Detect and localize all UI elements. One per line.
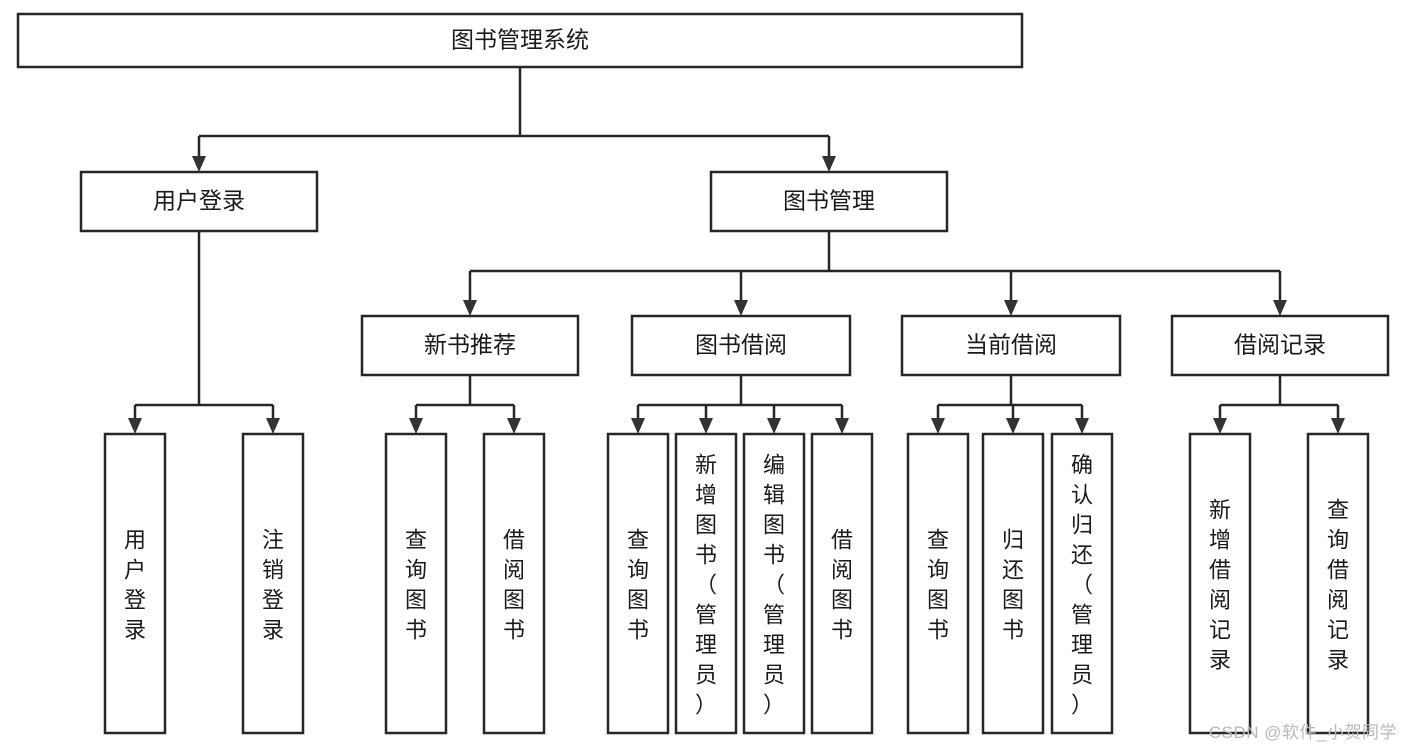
node-level3-2-label: 当前借阅: [965, 332, 1057, 358]
node-leaf-9[interactable]: 归还图书: [981, 432, 1045, 735]
book-mgmt-child-3-head: [1273, 300, 1287, 316]
node-leaf-0[interactable]: 用户登录: [103, 432, 167, 735]
node-root[interactable]: 图书管理系统: [16, 12, 1024, 69]
node-level2-1[interactable]: 图书管理: [709, 170, 949, 233]
group-2-leaf-0-head: [931, 418, 945, 434]
node-leaf-10-rect: [1050, 432, 1114, 735]
node-level3-0-label: 新书推荐: [424, 332, 516, 358]
node-level3-3[interactable]: 借阅记录: [1170, 314, 1390, 377]
node-leaf-2[interactable]: 查询图书: [384, 432, 448, 735]
group-0-leaf-1-head: [507, 418, 521, 434]
node-level2-0-label: 用户登录: [153, 188, 245, 214]
node-level3-1[interactable]: 图书借阅: [630, 314, 852, 377]
node-leaf-9-rect: [981, 432, 1045, 735]
node-leaf-4-label: 查询图书: [627, 528, 649, 643]
root-to-book-mgmt-head: [822, 156, 836, 172]
node-leaf-10[interactable]: 确认归还（管理员）: [1050, 432, 1114, 735]
group-2-leaf-1-head: [1006, 418, 1020, 434]
node-layer: 图书管理系统用户登录图书管理新书推荐图书借阅当前借阅借阅记录用户登录注销登录查询…: [16, 12, 1390, 735]
node-leaf-6-label: 编辑图书（管理员）: [763, 453, 785, 718]
node-root-label: 图书管理系统: [451, 27, 589, 53]
node-leaf-12[interactable]: 查询借阅记录: [1306, 432, 1370, 735]
node-leaf-11-label: 新增借阅记录: [1209, 498, 1231, 673]
node-leaf-12-label: 查询借阅记录: [1327, 498, 1349, 673]
node-leaf-1[interactable]: 注销登录: [241, 432, 305, 735]
node-leaf-9-label: 归还图书: [1002, 528, 1024, 643]
node-leaf-11[interactable]: 新增借阅记录: [1188, 432, 1252, 735]
node-leaf-12-rect: [1306, 432, 1370, 735]
node-level3-1-rect: [630, 314, 852, 377]
node-leaf-8[interactable]: 查询图书: [906, 432, 970, 735]
node-level2-1-rect: [709, 170, 949, 233]
node-level3-0[interactable]: 新书推荐: [360, 314, 580, 377]
node-leaf-5-rect: [674, 432, 738, 735]
node-level3-2[interactable]: 当前借阅: [900, 314, 1122, 377]
node-leaf-0-label: 用户登录: [124, 528, 146, 643]
node-leaf-7-rect: [810, 432, 874, 735]
node-leaf-1-label: 注销登录: [262, 528, 284, 643]
node-leaf-7-label: 借阅图书: [831, 528, 853, 643]
node-leaf-5-label: 新增图书（管理员）: [695, 453, 717, 718]
node-leaf-4-rect: [606, 432, 670, 735]
group-1-leaf-1-head: [699, 418, 713, 434]
node-leaf-11-rect: [1188, 432, 1252, 735]
root-to-user-login-head: [192, 156, 206, 172]
book-mgmt-child-0-head: [463, 300, 477, 316]
node-level3-3-label: 借阅记录: [1234, 332, 1326, 358]
group-0-leaf-0-head: [409, 418, 423, 434]
node-level3-3-rect: [1170, 314, 1390, 377]
book-mgmt-child-1-head: [734, 300, 748, 316]
node-level3-2-rect: [900, 314, 1122, 377]
group-3-leaf-0-head: [1213, 418, 1227, 434]
node-leaf-7[interactable]: 借阅图书: [810, 432, 874, 735]
node-leaf-10-label: 确认归还（管理员）: [1071, 453, 1093, 718]
node-leaf-6-rect: [742, 432, 806, 735]
node-leaf-8-rect: [906, 432, 970, 735]
node-leaf-3-rect: [482, 432, 546, 735]
node-leaf-8-label: 查询图书: [927, 528, 949, 643]
group-1-leaf-2-head: [767, 418, 781, 434]
group-1-leaf-3-head: [835, 418, 849, 434]
node-leaf-2-label: 查询图书: [405, 528, 427, 643]
group-1-leaf-0-head: [631, 418, 645, 434]
node-leaf-1-rect: [241, 432, 305, 735]
node-leaf-6[interactable]: 编辑图书（管理员）: [742, 432, 806, 735]
group-3-leaf-1-head: [1331, 418, 1345, 434]
node-level2-0-rect: [79, 170, 319, 233]
node-leaf-2-rect: [384, 432, 448, 735]
group-2-leaf-2-head: [1075, 418, 1089, 434]
node-level3-1-label: 图书借阅: [695, 332, 787, 358]
connector-layer: [128, 67, 1345, 434]
node-leaf-3-label: 借阅图书: [503, 528, 525, 643]
user-login-leaf-1-head: [266, 418, 280, 434]
node-leaf-0-rect: [103, 432, 167, 735]
user-login-leaf-0-head: [128, 418, 142, 434]
node-level2-0[interactable]: 用户登录: [79, 170, 319, 233]
node-leaf-3[interactable]: 借阅图书: [482, 432, 546, 735]
node-leaf-5[interactable]: 新增图书（管理员）: [674, 432, 738, 735]
book-mgmt-child-2-head: [1004, 300, 1018, 316]
node-root-rect: [16, 12, 1024, 69]
node-leaf-4[interactable]: 查询图书: [606, 432, 670, 735]
node-level3-0-rect: [360, 314, 580, 377]
node-level2-1-label: 图书管理: [783, 188, 875, 214]
